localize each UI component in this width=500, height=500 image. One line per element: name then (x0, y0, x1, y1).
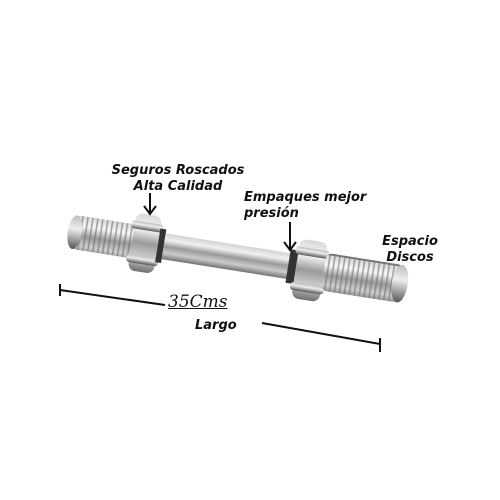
label-line: Espacio (382, 234, 438, 249)
label-espacio-discos: Espacio Discos (370, 234, 450, 266)
down-arrow-icon (143, 193, 157, 216)
left-star-collar (126, 213, 167, 273)
label-line: Discos (386, 250, 434, 265)
length-unit: Cms (189, 292, 228, 312)
label-largo: Largo (195, 318, 237, 333)
down-arrow-icon (283, 222, 297, 252)
right-thread (321, 253, 403, 302)
right-gasket (285, 249, 299, 285)
label-line: presión (244, 206, 299, 221)
left-thread (71, 215, 146, 260)
label-empaques: Empaques mejor presión (244, 190, 374, 222)
right-star-collar (289, 239, 330, 302)
right-end-cap (391, 264, 409, 303)
label-line: Empaques mejor (244, 190, 367, 205)
dimension-line-icon (59, 284, 381, 352)
label-seguros-roscados: Seguros Roscados Alta Calidad (108, 163, 248, 195)
bar-body (67, 213, 409, 303)
label-line: Seguros Roscados (111, 163, 245, 178)
left-end-cap (67, 215, 83, 250)
label-line: Alta Calidad (133, 179, 223, 194)
length-measurement: 35Cms (168, 292, 228, 312)
length-value: 35 (168, 292, 190, 312)
